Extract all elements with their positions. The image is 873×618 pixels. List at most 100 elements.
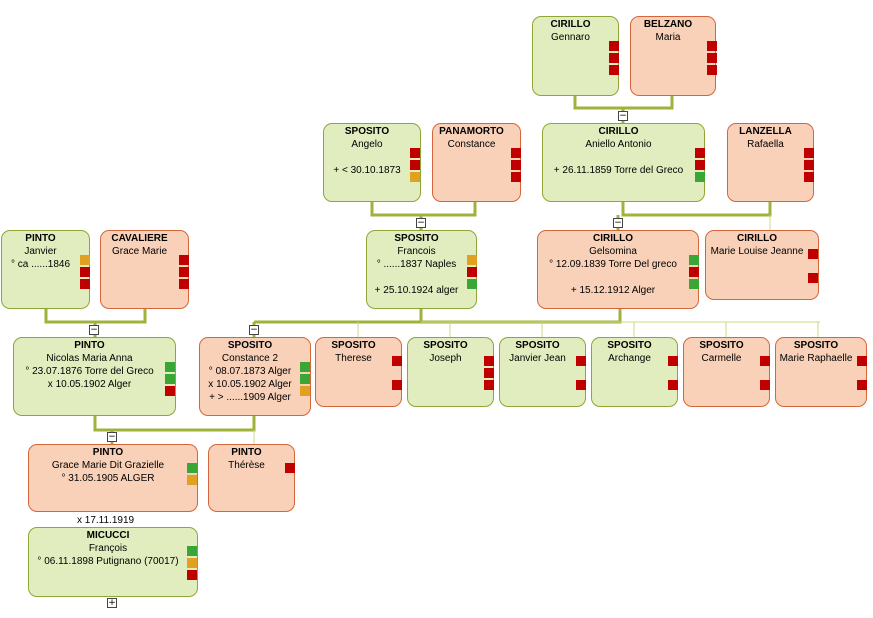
red-source-marker-icon[interactable] [484, 368, 494, 378]
source-markers [511, 148, 521, 182]
red-source-marker-icon[interactable] [760, 356, 770, 366]
red-source-marker-icon[interactable] [187, 570, 197, 580]
red-source-marker-icon[interactable] [165, 386, 175, 396]
red-source-marker-icon[interactable] [707, 41, 717, 51]
red-source-marker-icon[interactable] [484, 356, 494, 366]
green-source-marker-icon[interactable] [467, 279, 477, 289]
red-source-marker-icon[interactable] [808, 273, 818, 283]
person-given-names: Marie Louise Jeanne [710, 246, 804, 257]
orange-source-marker-icon[interactable] [187, 475, 197, 485]
source-markers [80, 255, 90, 289]
red-source-marker-icon[interactable] [511, 172, 521, 182]
red-source-marker-icon[interactable] [179, 279, 189, 289]
red-source-marker-icon[interactable] [668, 380, 678, 390]
red-source-marker-icon[interactable] [707, 65, 717, 75]
expand-toggle[interactable]: + [107, 598, 117, 608]
red-source-marker-icon[interactable] [467, 267, 477, 277]
red-source-marker-icon[interactable] [857, 380, 867, 390]
person-given-names: Janvier [24, 246, 57, 257]
red-source-marker-icon[interactable] [707, 53, 717, 63]
red-source-marker-icon[interactable] [179, 267, 189, 277]
person-surname: CAVALIERE [111, 233, 168, 244]
red-source-marker-icon[interactable] [857, 356, 867, 366]
person-given-names: Maria [655, 32, 681, 43]
red-source-marker-icon[interactable] [808, 249, 818, 259]
red-source-marker-icon[interactable] [668, 356, 678, 366]
green-source-marker-icon[interactable] [689, 279, 699, 289]
orange-source-marker-icon[interactable] [410, 172, 420, 182]
red-source-marker-icon[interactable] [576, 380, 586, 390]
collapse-toggle[interactable]: − [613, 218, 623, 228]
red-source-marker-icon[interactable] [392, 380, 402, 390]
red-source-marker-icon[interactable] [511, 148, 521, 158]
collapse-toggle[interactable]: − [89, 325, 99, 335]
orange-source-marker-icon[interactable] [80, 255, 90, 265]
red-source-marker-icon[interactable] [576, 356, 586, 366]
red-source-marker-icon[interactable] [760, 380, 770, 390]
red-source-marker-icon[interactable] [695, 148, 705, 158]
green-source-marker-icon[interactable] [165, 374, 175, 384]
green-source-marker-icon[interactable] [300, 362, 310, 372]
red-source-marker-icon[interactable] [410, 160, 420, 170]
red-source-marker-icon[interactable] [80, 267, 90, 277]
source-markers [707, 41, 717, 75]
collapse-toggle[interactable]: − [107, 432, 117, 442]
red-source-marker-icon[interactable] [804, 160, 814, 170]
person-surname: CIRILLO [737, 233, 777, 244]
green-source-marker-icon[interactable] [187, 546, 197, 556]
red-source-marker-icon[interactable] [484, 380, 494, 390]
red-source-marker-icon[interactable] [695, 160, 705, 170]
orange-source-marker-icon[interactable] [187, 558, 197, 568]
orange-source-marker-icon[interactable] [467, 255, 477, 265]
red-source-marker-icon[interactable] [804, 172, 814, 182]
person-card-cirillo-marie-louise[interactable]: CIRILLO Marie Louise Jeanne [705, 230, 819, 300]
red-source-marker-icon[interactable] [609, 53, 619, 63]
collapse-toggle[interactable]: − [249, 325, 259, 335]
red-source-marker-icon[interactable] [689, 267, 699, 277]
red-source-marker-icon[interactable] [609, 41, 619, 51]
red-source-marker-icon[interactable] [392, 356, 402, 366]
red-source-marker-icon[interactable] [179, 255, 189, 265]
collapse-toggle[interactable]: − [618, 111, 628, 121]
red-source-marker-icon[interactable] [285, 463, 295, 473]
red-source-marker-icon[interactable] [80, 279, 90, 289]
source-markers [187, 546, 197, 580]
green-source-marker-icon[interactable] [187, 463, 197, 473]
green-source-marker-icon[interactable] [695, 172, 705, 182]
green-source-marker-icon[interactable] [689, 255, 699, 265]
green-source-marker-icon[interactable] [165, 362, 175, 372]
red-source-marker-icon[interactable] [804, 148, 814, 158]
red-source-marker-icon[interactable] [609, 65, 619, 75]
couple-line [621, 202, 772, 217]
orange-source-marker-icon[interactable] [300, 386, 310, 396]
collapse-toggle[interactable]: − [416, 218, 426, 228]
person-surname: SPOSITO [331, 340, 376, 351]
red-source-marker-icon[interactable] [410, 148, 420, 158]
green-source-marker-icon[interactable] [300, 374, 310, 384]
red-source-marker-icon[interactable] [511, 160, 521, 170]
